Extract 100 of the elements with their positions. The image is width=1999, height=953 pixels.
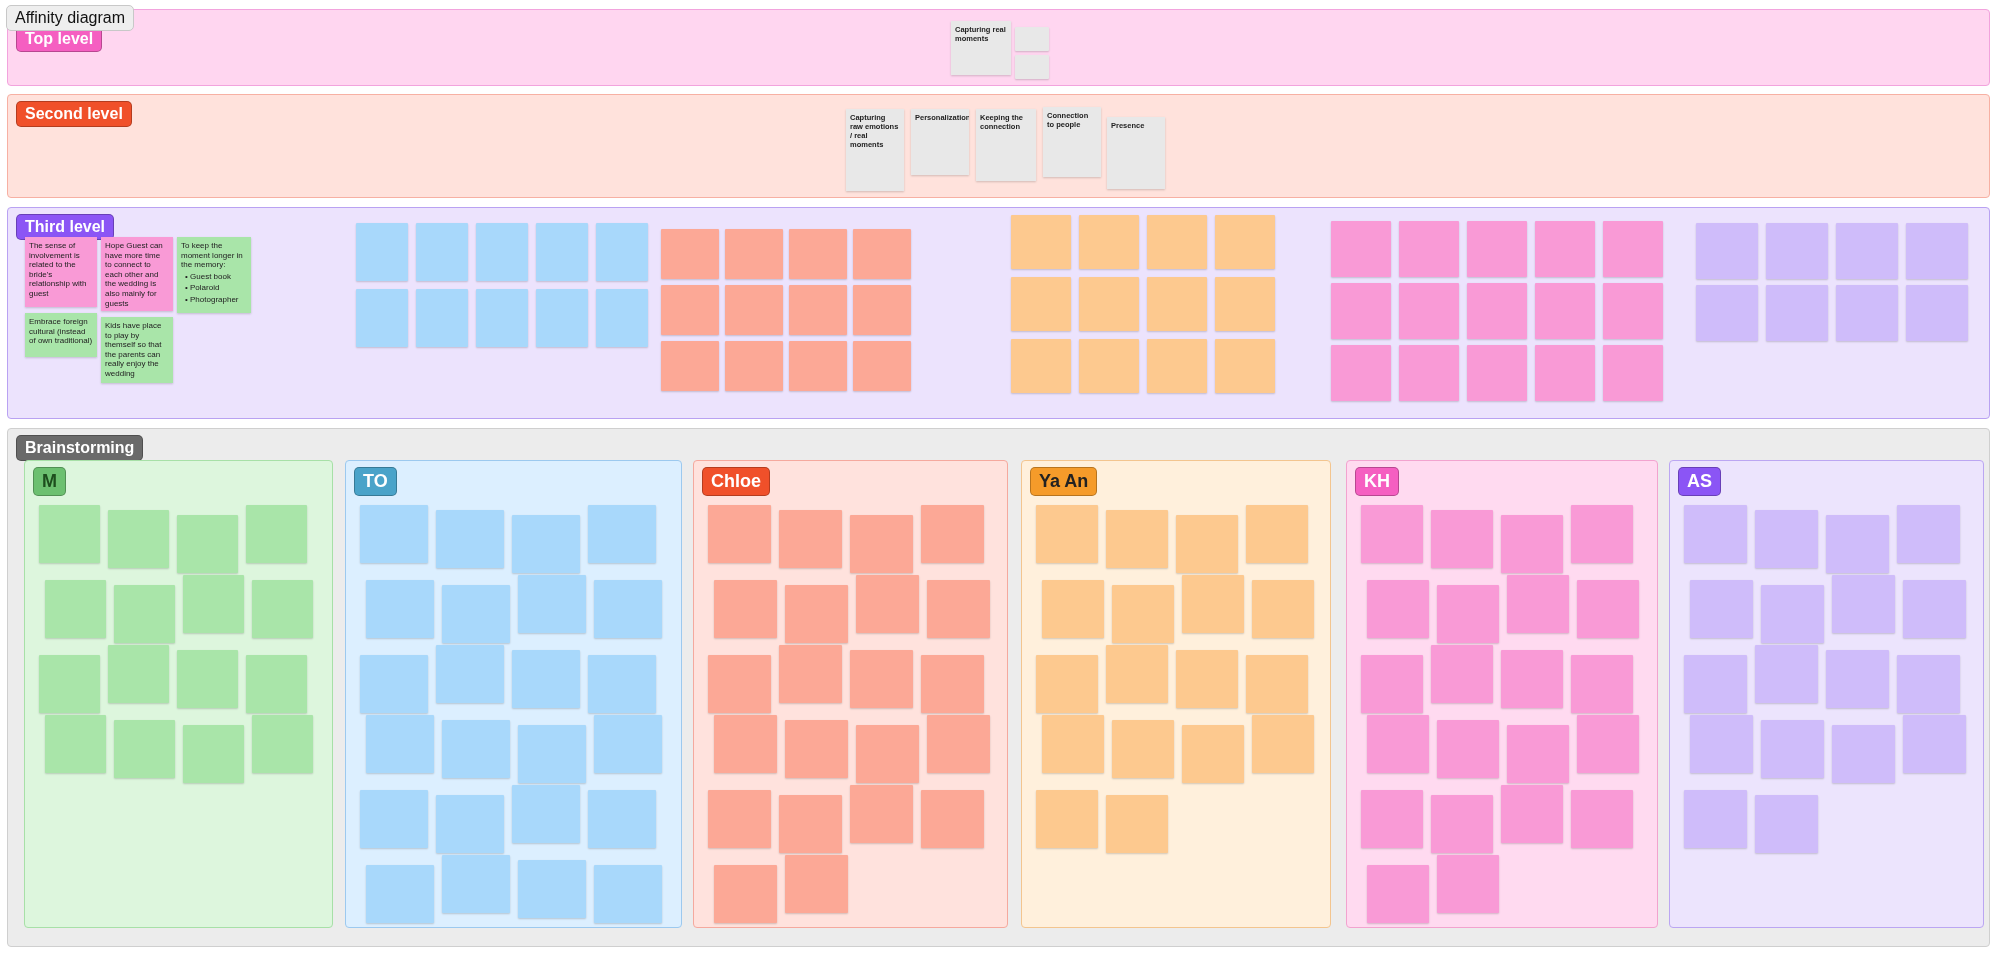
section-band xyxy=(7,207,1990,419)
sticky-note xyxy=(927,715,990,773)
sticky-note xyxy=(1684,505,1747,563)
sticky-note xyxy=(594,715,662,773)
sticky-note xyxy=(518,575,586,633)
sticky-note xyxy=(436,645,504,703)
group-label: AS xyxy=(1678,467,1721,496)
sticky-note xyxy=(1696,285,1758,341)
sticky-note xyxy=(1507,575,1569,633)
sticky-note xyxy=(1903,580,1966,638)
sticky-note xyxy=(356,223,408,281)
sticky-note xyxy=(518,725,586,783)
sticky-note xyxy=(661,285,719,335)
sticky-note xyxy=(442,855,510,913)
group-panel xyxy=(345,460,682,928)
sticky-note xyxy=(714,715,777,773)
sticky-note xyxy=(1015,27,1049,51)
sticky-note xyxy=(853,341,911,391)
sticky-note xyxy=(1361,655,1423,713)
sticky-note xyxy=(708,655,771,713)
sticky-note xyxy=(1571,655,1633,713)
sticky-note xyxy=(1042,580,1104,638)
sticky-note xyxy=(114,720,175,778)
section-label: Second level xyxy=(16,101,132,127)
sticky-note xyxy=(1106,795,1168,853)
sticky-note xyxy=(177,515,238,573)
sticky-note xyxy=(1399,283,1459,339)
sticky-note xyxy=(1011,215,1071,269)
sticky-note xyxy=(183,725,244,783)
section-label: Brainstorming xyxy=(16,435,144,461)
sticky-note xyxy=(1761,585,1824,643)
sticky-note xyxy=(1755,510,1818,568)
sticky-note xyxy=(1215,277,1275,331)
sticky-note xyxy=(789,341,847,391)
sticky-note xyxy=(714,580,777,638)
sticky-note xyxy=(853,229,911,279)
sticky-note xyxy=(1015,55,1049,79)
sticky-note xyxy=(1761,720,1824,778)
sticky-note xyxy=(1042,715,1104,773)
group-panel xyxy=(1346,460,1658,928)
sticky-note xyxy=(476,289,528,347)
sticky-note xyxy=(1147,339,1207,393)
sticky-note xyxy=(1331,221,1391,277)
sticky-note xyxy=(45,580,106,638)
group-panel xyxy=(1021,460,1331,928)
sticky-note xyxy=(25,237,97,307)
sticky-note xyxy=(1836,285,1898,341)
sticky-note xyxy=(1147,215,1207,269)
note-text: Embrace foreign cultural (instead of own traditional) xyxy=(29,317,93,346)
sticky-note xyxy=(1906,223,1968,279)
sticky-note xyxy=(779,510,842,568)
sticky-note xyxy=(921,790,984,848)
sticky-note xyxy=(1826,650,1889,708)
sticky-note xyxy=(512,785,580,843)
sticky-note xyxy=(442,585,510,643)
sticky-note xyxy=(1507,725,1569,783)
sticky-note xyxy=(1571,505,1633,563)
sticky-note xyxy=(1766,223,1828,279)
note-text: To keep the moment longer in the memory: xyxy=(181,241,244,270)
sticky-note xyxy=(1836,223,1898,279)
sticky-note xyxy=(512,650,580,708)
group-panel xyxy=(24,460,333,928)
sticky-note xyxy=(588,505,656,563)
sticky-note xyxy=(1603,283,1663,339)
bullet-item: • Polaroid xyxy=(184,283,221,293)
sticky-note xyxy=(366,580,434,638)
sticky-note xyxy=(725,341,783,391)
sticky-note xyxy=(951,21,1011,75)
sticky-note xyxy=(1603,221,1663,277)
sticky-note xyxy=(976,109,1036,181)
sticky-note xyxy=(661,229,719,279)
sticky-note xyxy=(1036,655,1098,713)
sticky-note xyxy=(725,285,783,335)
sticky-note xyxy=(1501,515,1563,573)
sticky-note xyxy=(356,289,408,347)
sticky-note xyxy=(436,795,504,853)
sticky-note xyxy=(114,585,175,643)
sticky-note xyxy=(1367,715,1429,773)
sticky-note xyxy=(1684,790,1747,848)
sticky-note xyxy=(1399,221,1459,277)
sticky-note xyxy=(366,715,434,773)
sticky-note xyxy=(785,720,848,778)
sticky-note xyxy=(785,855,848,913)
sticky-note xyxy=(1079,277,1139,331)
sticky-note xyxy=(1331,345,1391,401)
sticky-note xyxy=(177,650,238,708)
sticky-note xyxy=(252,580,313,638)
section-band xyxy=(7,94,1990,198)
sticky-note xyxy=(108,510,169,568)
bullet-item: • Guest book xyxy=(184,271,232,282)
sticky-note xyxy=(594,580,662,638)
sticky-note xyxy=(1147,277,1207,331)
sticky-note xyxy=(1535,221,1595,277)
sticky-note xyxy=(1036,790,1098,848)
sticky-note xyxy=(1252,715,1314,773)
sticky-note xyxy=(1107,117,1165,189)
sticky-note xyxy=(1431,510,1493,568)
sticky-note xyxy=(108,645,169,703)
section-label: Third level xyxy=(16,214,115,240)
sticky-note xyxy=(789,285,847,335)
